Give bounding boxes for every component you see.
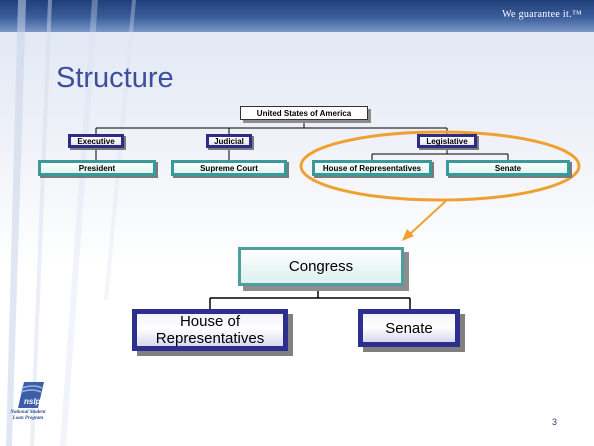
congress-node: Congress [238, 247, 404, 286]
page-number: 3 [552, 417, 558, 427]
org-node-supreme-court: Supreme Court [171, 160, 287, 176]
nslp-logo-icon: nslp [18, 382, 44, 408]
org-node-president: President [38, 160, 156, 176]
org-node-executive: Executive [68, 134, 124, 148]
logo-word: nslp [24, 397, 41, 406]
senate-node: Senate [358, 309, 460, 347]
logo-line-2: Loan Program [12, 416, 44, 421]
org-node-senate: Senate [446, 160, 570, 176]
org-node-root: United States of America [240, 106, 368, 120]
nslp-logo: nslp National Student Loan Program [6, 382, 48, 442]
logo-caption: National Student Loan Program [6, 410, 50, 422]
org-node-judicial: Judicial [206, 134, 252, 148]
logo-line-1: National Student [10, 410, 46, 415]
tagline: We guarantee it.™ [502, 9, 582, 20]
slide-title: Structure [56, 62, 174, 94]
org-node-legislative: Legislative [417, 134, 477, 148]
house-node: House of Representatives [132, 309, 288, 351]
header-bar: We guarantee it.™ [0, 0, 594, 32]
org-node-house: House of Representatives [312, 160, 432, 176]
